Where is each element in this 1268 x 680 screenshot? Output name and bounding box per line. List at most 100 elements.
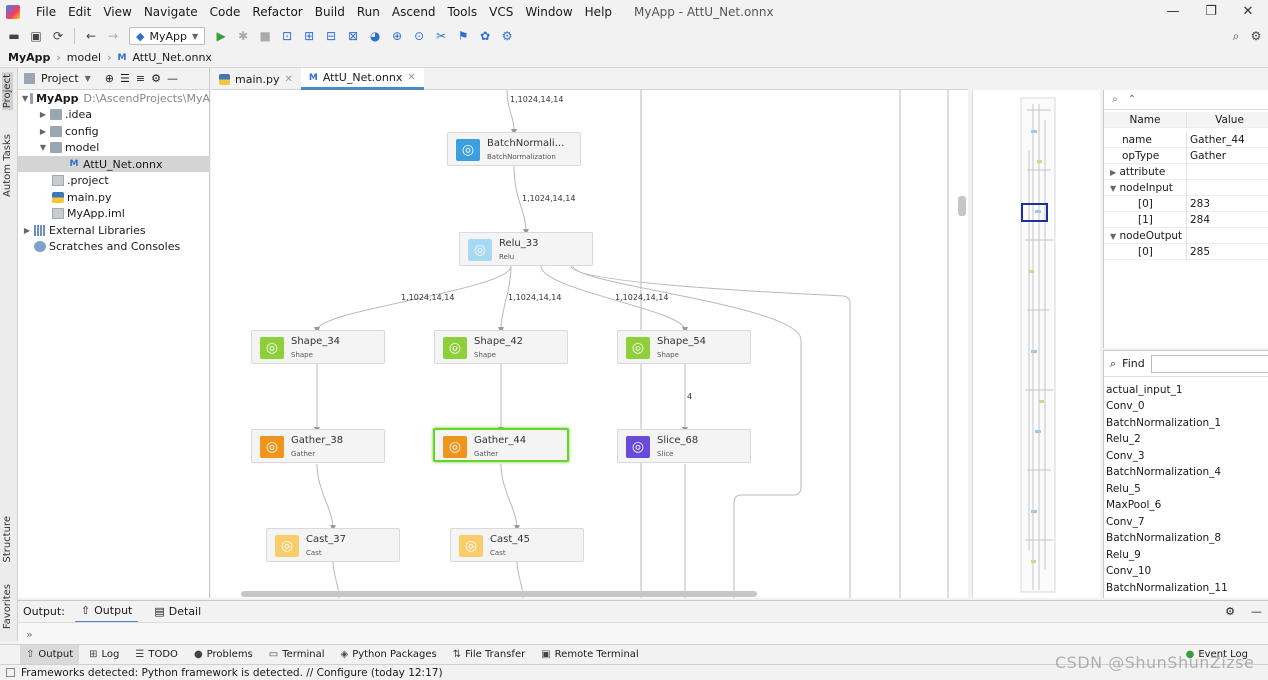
tree-item-attu-net-onnx[interactable]: M AttU_Net.onnx — [18, 156, 210, 172]
status-message[interactable]: Frameworks detected: Python framework is… — [21, 666, 443, 679]
project-tool-tab[interactable]: Project — [2, 72, 13, 111]
tree-item-external-libraries[interactable]: ▶ External Libraries — [18, 222, 210, 238]
property-row[interactable]: [1] 284 — [1104, 211, 1268, 228]
tree-item-myapp-iml[interactable]: MyApp.iml — [18, 205, 210, 221]
graph-minimap[interactable] — [972, 90, 1100, 598]
property-row[interactable]: ▼ nodeOutput — [1104, 227, 1268, 244]
graph-node-gather-38[interactable]: ◎ Gather_38 Gather — [251, 429, 385, 463]
bottom-tab-file-transfer[interactable]: ⇅File Transfer — [447, 645, 532, 665]
find-result-item[interactable]: BatchNormalization_4 — [1106, 466, 1222, 478]
ascend-tool-3-icon[interactable]: ⊠ — [348, 29, 359, 43]
collapse-all-icon[interactable]: ≡ — [135, 72, 146, 85]
ascend-tool-6-icon[interactable]: ⊙ — [414, 29, 425, 43]
breadcrumb-folder[interactable]: model — [66, 51, 102, 64]
menu-refactor[interactable]: Refactor — [252, 5, 303, 19]
menu-run[interactable]: Run — [356, 5, 380, 19]
tree-item-model[interactable]: ▼ model — [18, 139, 210, 155]
model-convert-icon[interactable]: ⊡ — [282, 29, 293, 43]
find-result-item[interactable]: BatchNormalization_1 — [1106, 417, 1222, 429]
gear-icon[interactable]: ⚙ — [151, 72, 161, 85]
expand-all-icon[interactable]: ☰ — [120, 72, 130, 85]
bottom-tab-remote-terminal[interactable]: ▣Remote Terminal — [535, 645, 644, 665]
graph-node-cast-37[interactable]: ◎ Cast_37 Cast — [266, 528, 400, 562]
tree-item-myapp[interactable]: ▼ MyApp D:\AscendProjects\MyA — [18, 90, 210, 106]
bottom-tab-event-log[interactable]: ●Event Log — [1180, 645, 1254, 665]
tree-item-config[interactable]: ▶ config — [18, 123, 210, 139]
open-folder-icon[interactable]: ▬ — [8, 29, 20, 43]
ascend-tool-7-icon[interactable]: ✂ — [436, 29, 447, 43]
graph-node-batchnormalization[interactable]: ◎ BatchNormali... BatchNormalization — [447, 132, 581, 166]
graph-node-shape-54[interactable]: ◎ Shape_54 Shape — [617, 330, 751, 364]
chevron-right-icon[interactable]: ▶ — [1110, 167, 1117, 177]
horizontal-scrollbar[interactable] — [241, 591, 757, 597]
property-row[interactable]: ▼ nodeInput — [1104, 179, 1268, 196]
tree-item-main-py[interactable]: main.py — [18, 189, 210, 205]
ascend-tool-1-icon[interactable]: ⊞ — [304, 29, 315, 43]
debug-icon[interactable]: ✱ — [238, 29, 249, 43]
close-tab-icon[interactable]: ✕ — [407, 72, 416, 83]
bottom-tab-todo[interactable]: ☰TODO — [129, 645, 184, 665]
chevron-down-icon[interactable]: ▼ — [22, 93, 29, 103]
sync-icon[interactable]: ⟳ — [52, 29, 64, 43]
chevron-down-icon[interactable]: ▼ — [84, 74, 91, 83]
graph-node-shape-42[interactable]: ◎ Shape_42 Shape — [434, 330, 568, 364]
menu-view[interactable]: View — [103, 5, 132, 19]
structure-tool-tab[interactable]: Structure — [2, 516, 13, 563]
ascend-tool-9-icon[interactable]: ✿ — [480, 29, 491, 43]
settings-icon[interactable]: ⚙ — [1250, 29, 1262, 43]
find-result-item[interactable]: Relu_5 — [1106, 483, 1141, 495]
back-icon[interactable]: ← — [85, 29, 97, 43]
bottom-tab-log[interactable]: ⊞Log — [83, 645, 125, 665]
menu-build[interactable]: Build — [314, 5, 345, 19]
output-tab-output[interactable]: ⇧Output — [74, 601, 139, 623]
chevron-down-icon[interactable]: ▼ — [1110, 183, 1117, 193]
project-view-select[interactable]: Project — [41, 72, 79, 85]
find-result-item[interactable]: actual_input_1 — [1106, 384, 1183, 396]
ascend-tool-4-icon[interactable]: ◕ — [369, 29, 381, 43]
locate-icon[interactable]: ⊕ — [104, 72, 115, 85]
breadcrumb-project[interactable]: MyApp — [8, 51, 51, 64]
graph-node-relu-33[interactable]: ◎ Relu_33 Relu — [459, 232, 593, 266]
chevron-right-icon[interactable]: ▶ — [23, 225, 31, 235]
gear-icon[interactable]: ⚙ — [1225, 605, 1235, 618]
expand-output-icon[interactable]: » — [26, 628, 33, 641]
breadcrumb-file[interactable]: AttU_Net.onnx — [132, 51, 212, 64]
run-configuration-select[interactable]: ◆ MyApp ▼ — [129, 27, 206, 45]
property-row[interactable]: opType Gather — [1104, 147, 1268, 164]
collapse-icon[interactable]: ⌃ — [1127, 94, 1136, 105]
property-row[interactable]: name Gather_44 — [1104, 131, 1268, 148]
minimize-icon[interactable]: — — [1166, 4, 1180, 19]
menu-edit[interactable]: Edit — [68, 5, 92, 19]
ascend-tool-2-icon[interactable]: ⊟ — [326, 29, 337, 43]
status-icon[interactable] — [6, 668, 15, 677]
hide-panel-icon[interactable]: — — [1251, 605, 1262, 618]
tree-item-scratches[interactable]: Scratches and Consoles — [18, 238, 210, 254]
find-result-item[interactable]: Conv_3 — [1106, 450, 1145, 462]
close-icon[interactable]: ✕ — [1242, 4, 1254, 19]
bottom-tab-terminal[interactable]: ▭Terminal — [263, 645, 331, 665]
tree-item-project-file[interactable]: .project — [18, 172, 210, 188]
find-result-item[interactable]: Conv_0 — [1106, 400, 1145, 412]
tab-main-py[interactable]: main.py ✕ — [211, 68, 301, 90]
graph-node-shape-34[interactable]: ◎ Shape_34 Shape — [251, 330, 385, 364]
chevron-down-icon[interactable]: ▼ — [1110, 231, 1117, 241]
find-result-item[interactable]: Conv_10 — [1106, 565, 1152, 577]
property-row[interactable]: ▶ attribute — [1104, 163, 1268, 180]
ascend-tool-10-icon[interactable]: ⚙ — [501, 29, 513, 43]
find-result-item[interactable]: Relu_9 — [1106, 549, 1141, 561]
tree-item-idea[interactable]: ▶ .idea — [18, 106, 210, 122]
search-icon[interactable]: ⌕ — [1232, 28, 1240, 43]
filter-icon[interactable]: ⌕ — [1112, 94, 1118, 105]
find-result-item[interactable]: Conv_7 — [1106, 516, 1145, 528]
run-icon[interactable]: ▶ — [216, 29, 226, 43]
forward-icon[interactable]: → — [107, 29, 119, 43]
menu-window[interactable]: Window — [525, 5, 573, 19]
menu-help[interactable]: Help — [584, 5, 613, 19]
property-row[interactable]: [0] 283 — [1104, 195, 1268, 212]
onnx-graph-canvas[interactable]: 1,1024,14,14 1,1024,14,14 1,1024,14,14 1… — [211, 90, 968, 598]
hide-panel-icon[interactable]: — — [166, 72, 178, 85]
save-icon[interactable]: ▣ — [30, 29, 42, 43]
menu-file[interactable]: File — [36, 5, 57, 19]
menu-tools[interactable]: Tools — [447, 5, 478, 19]
maximize-icon[interactable]: ❐ — [1205, 4, 1217, 19]
